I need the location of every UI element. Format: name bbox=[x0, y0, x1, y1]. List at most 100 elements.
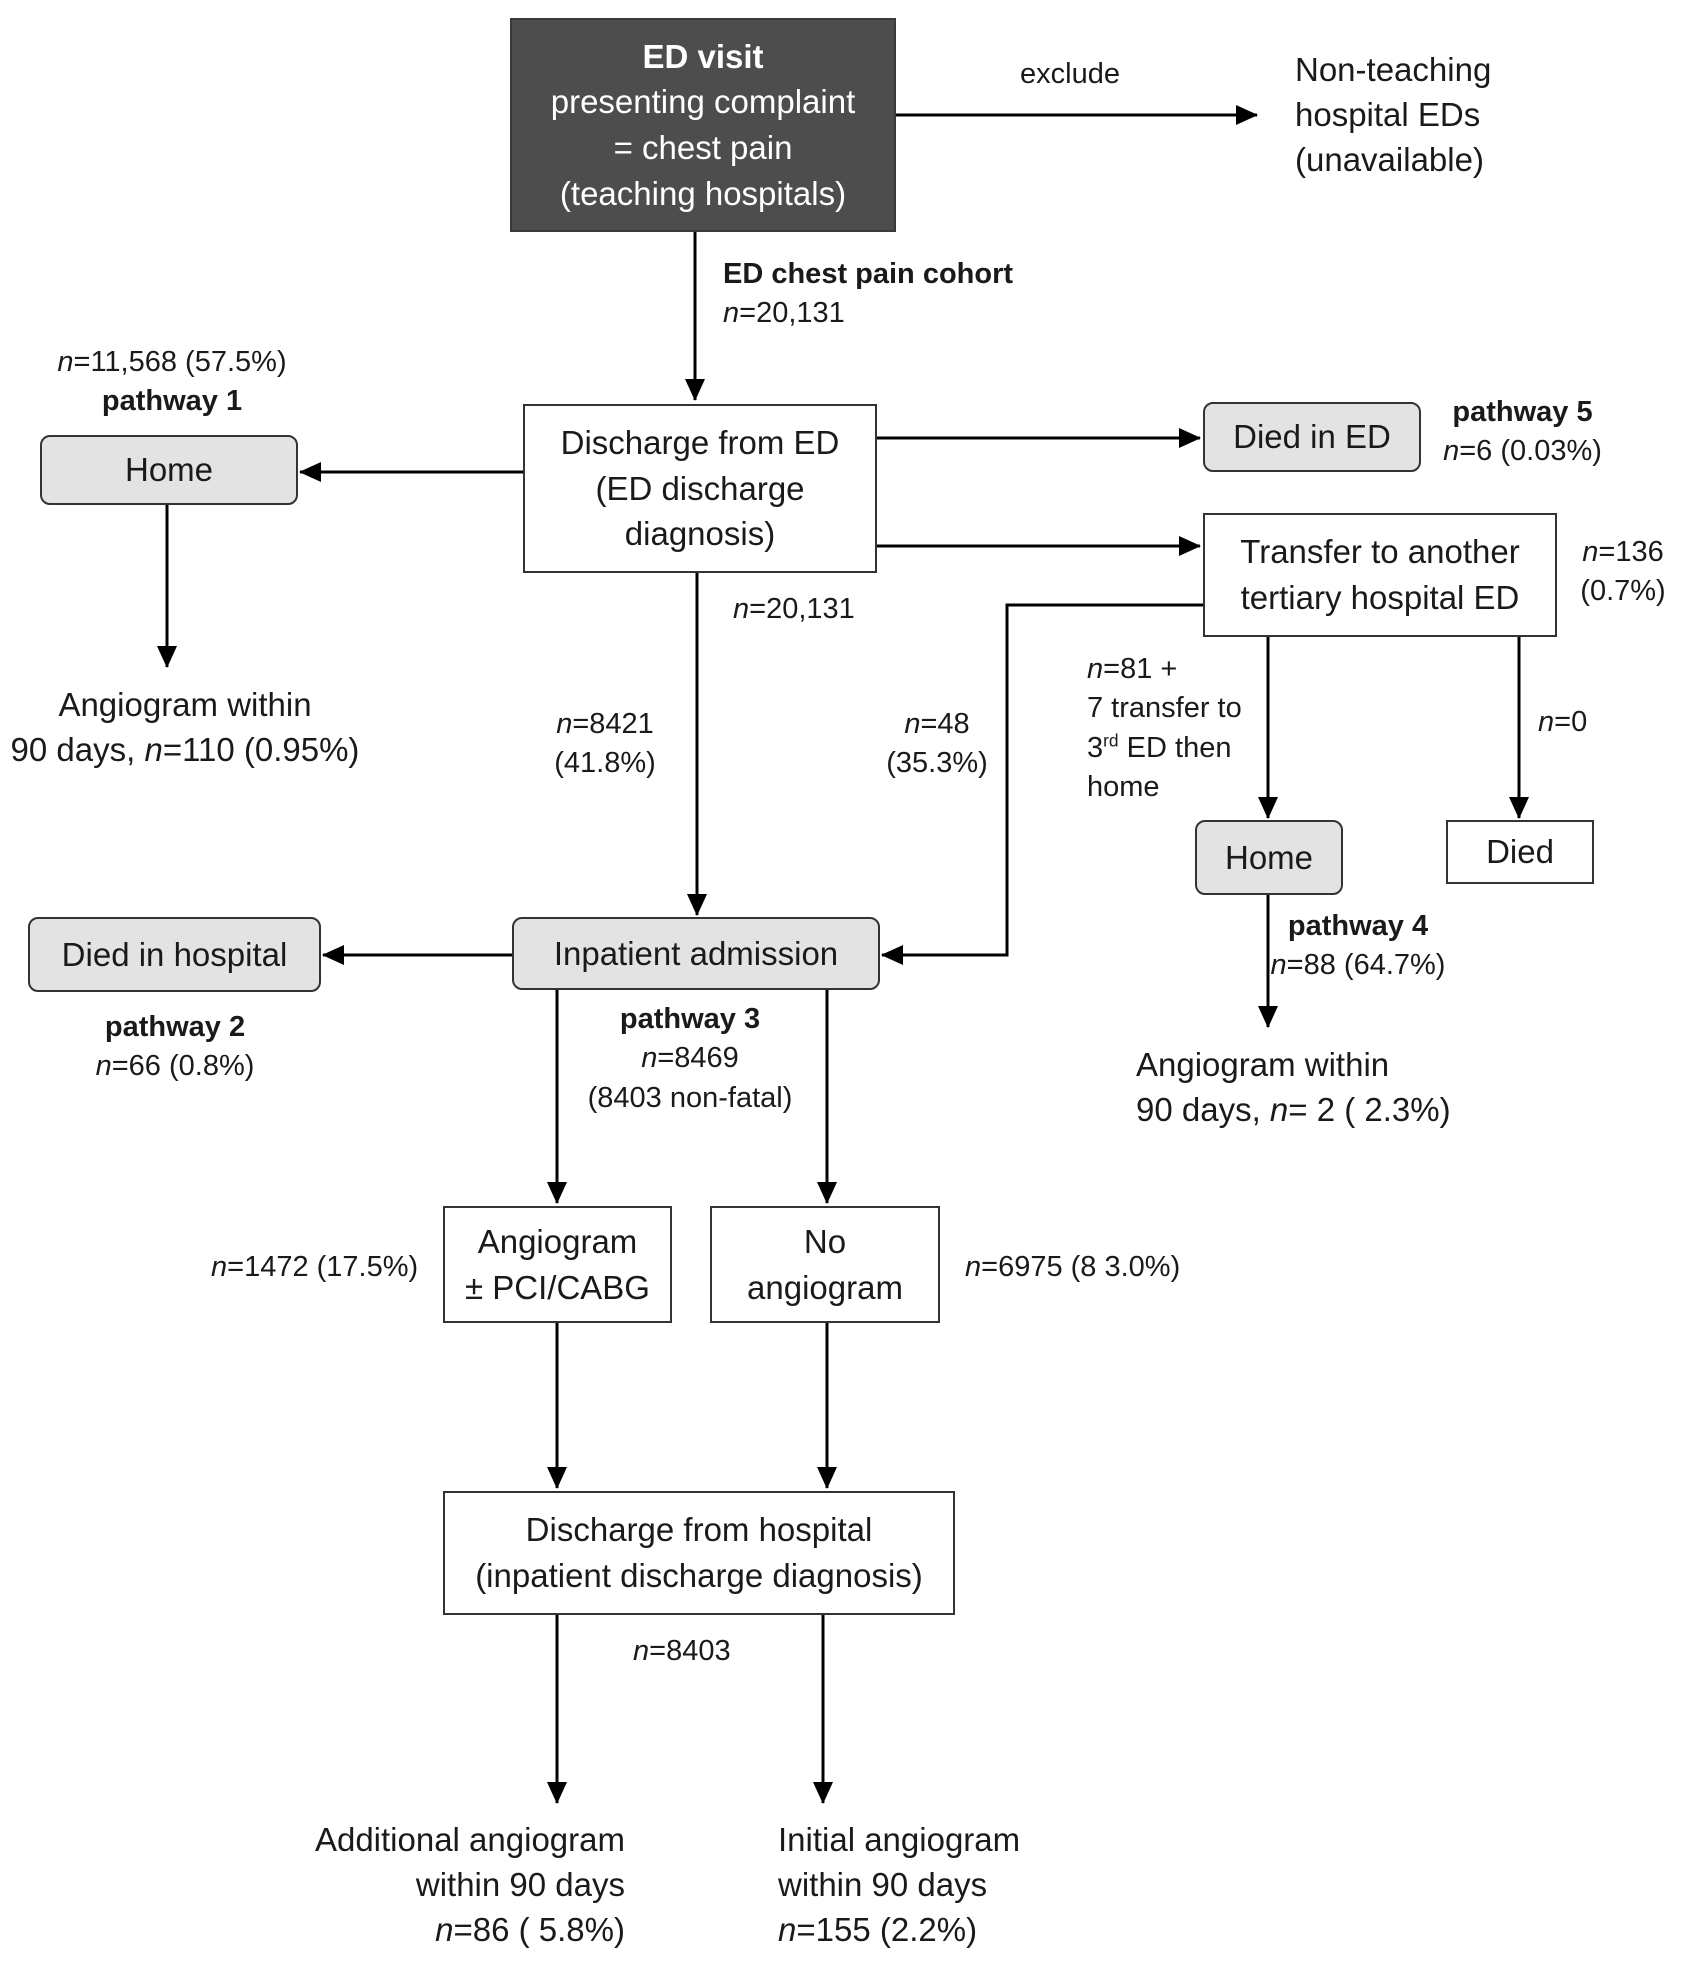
n-8421-line1: n=8421 bbox=[545, 705, 665, 744]
non-teaching-line1: Non-teaching bbox=[1295, 51, 1492, 88]
n-symbol: n bbox=[904, 708, 921, 740]
n-8403-value: =8403 bbox=[649, 1635, 731, 1667]
pathway-4-name: pathway 4 bbox=[1287, 910, 1429, 942]
n-136-line1: n=136 bbox=[1568, 533, 1678, 572]
discharge-ed-line3: diagnosis) bbox=[624, 515, 776, 553]
n-81-line3a: 3 bbox=[1087, 731, 1104, 764]
pathway-3-name: pathway 3 bbox=[619, 1003, 761, 1035]
pathway-3-extra: (8403 non-fatal) bbox=[587, 1081, 793, 1114]
n-symbol: n bbox=[1269, 1090, 1289, 1128]
n-81-line4: home bbox=[1087, 771, 1160, 804]
n-symbol: n bbox=[965, 1251, 982, 1283]
n-1472-value: =1472 (17.5%) bbox=[227, 1251, 419, 1283]
n-symbol: n bbox=[556, 708, 573, 740]
n-6975-label: n=6975 (8 3.0%) bbox=[965, 1248, 1180, 1287]
pathway-3-n-value: =8469 bbox=[657, 1042, 739, 1075]
no-angiogram-line2: angiogram bbox=[747, 1268, 903, 1306]
n-48-line1: n=48 bbox=[877, 705, 997, 744]
pathway-3-n: n=8469 bbox=[560, 1039, 820, 1078]
discharge-ed-line2: (ED discharge bbox=[595, 469, 805, 507]
pathway-5-name: pathway 5 bbox=[1452, 396, 1593, 428]
n-symbol: n bbox=[1443, 435, 1460, 468]
n-symbol: n bbox=[211, 1251, 228, 1283]
home-box-2: Home bbox=[1195, 820, 1343, 895]
no-angiogram-line1: No bbox=[803, 1222, 847, 1260]
n-48-line2: (35.3%) bbox=[886, 747, 988, 780]
pathway-2-name: pathway 2 bbox=[104, 1011, 246, 1043]
died-in-ed-label: Died in ED bbox=[1233, 418, 1391, 456]
n-symbol: n bbox=[1582, 536, 1599, 568]
initial-n: n=155 (2.2%) bbox=[778, 1908, 1020, 1953]
n-8421-line2: (41.8%) bbox=[554, 747, 656, 780]
n-81-line1: n=81 + bbox=[1087, 650, 1242, 689]
discharge-hospital-line2: (inpatient discharge diagnosis) bbox=[475, 1557, 923, 1594]
non-teaching-label: Non-teaching hospital EDs (unavailable) bbox=[1295, 48, 1491, 183]
non-teaching-line3: (unavailable) bbox=[1295, 140, 1484, 178]
discharge-ed-box: Discharge from ED (ED discharge diagnosi… bbox=[523, 404, 877, 573]
pathway-1-label: n=11,568 (57.5%) pathway 1 bbox=[52, 343, 292, 422]
pathway-4-label: pathway 4 n=88 (64.7%) bbox=[1268, 907, 1448, 986]
exclude-label: exclude bbox=[1020, 58, 1120, 90]
pathway-5-label: pathway 5 n=6 (0.03%) bbox=[1440, 393, 1605, 472]
cohort-n: n=20,131 bbox=[723, 294, 1013, 333]
n-20131-label: n=20,131 bbox=[733, 590, 855, 629]
home-2-label: Home bbox=[1224, 838, 1314, 876]
died-label: Died bbox=[1486, 833, 1554, 871]
angiogram-pci-line2: ± PCI/CABG bbox=[465, 1268, 650, 1306]
initial-angiogram-label: Initial angiogram within 90 days n=155 (… bbox=[778, 1818, 1020, 1953]
no-angiogram-box: No angiogram bbox=[710, 1206, 940, 1323]
inpatient-admission-label: Inpatient admission bbox=[553, 934, 839, 972]
died-in-hospital-box: Died in hospital bbox=[28, 917, 321, 992]
pathway-2-n: n=66 (0.8%) bbox=[80, 1047, 270, 1086]
cohort-n-value: =20,131 bbox=[739, 297, 845, 330]
discharge-hospital-line1: Discharge from hospital bbox=[525, 1511, 873, 1549]
initial-line2: within 90 days bbox=[778, 1865, 988, 1903]
pathway-5-n: n=6 (0.03%) bbox=[1440, 432, 1605, 471]
cohort-label: ED chest pain cohort n=20,131 bbox=[723, 255, 1013, 334]
home-1-label: Home bbox=[124, 451, 214, 489]
n-81-line2: 7 transfer to bbox=[1087, 692, 1242, 725]
n-81-line3b: ED then bbox=[1118, 731, 1232, 764]
n-symbol: n bbox=[435, 1910, 454, 1948]
ed-visit-box: ED visit presenting complaint = chest pa… bbox=[510, 18, 896, 232]
n-81-value: =81 + bbox=[1103, 653, 1178, 685]
angio-home-2-line2: 90 days, n= 2 ( 2.3%) bbox=[1136, 1088, 1451, 1133]
additional-line1: Additional angiogram bbox=[314, 1821, 625, 1858]
n-136-line2: (0.7%) bbox=[1580, 575, 1666, 608]
n-symbol: n bbox=[1538, 706, 1555, 738]
n-0-label: n=0 bbox=[1538, 703, 1587, 742]
additional-line2: within 90 days bbox=[415, 1865, 625, 1903]
n-6975-value: =6975 (8 3.0%) bbox=[981, 1251, 1181, 1283]
ed-visit-line1: presenting complaint bbox=[550, 83, 856, 121]
pathway-3-label: pathway 3 n=8469 (8403 non-fatal) bbox=[560, 1000, 820, 1118]
discharge-hospital-box: Discharge from hospital (inpatient disch… bbox=[443, 1491, 955, 1615]
n-81-line3: 3rd ED then bbox=[1087, 729, 1242, 768]
n-symbol: n bbox=[723, 297, 740, 330]
initial-line1: Initial angiogram bbox=[778, 1821, 1021, 1858]
pathway-1-name: pathway 1 bbox=[101, 385, 243, 418]
angio-home-2-label: Angiogram within 90 days, n= 2 ( 2.3%) bbox=[1136, 1043, 1451, 1133]
angiogram-pci-line1: Angiogram bbox=[477, 1222, 638, 1260]
angio-home-1-line2a: 90 days, bbox=[10, 730, 145, 768]
angio-home-1-line2b: =110 (0.95%) bbox=[162, 730, 360, 768]
angio-home-2-line2b: = 2 ( 2.3%) bbox=[1288, 1090, 1451, 1128]
angio-home-1-line1: Angiogram within bbox=[58, 686, 312, 723]
n-8421-label: n=8421 (41.8%) bbox=[545, 705, 665, 784]
angio-home-2-line2a: 90 days, bbox=[1136, 1090, 1270, 1128]
angio-home-1-line2: 90 days, n=110 (0.95%) bbox=[5, 728, 365, 773]
died-in-ed-box: Died in ED bbox=[1203, 402, 1421, 472]
n-48-label: n=48 (35.3%) bbox=[877, 705, 997, 784]
pathway-2-label: pathway 2 n=66 (0.8%) bbox=[80, 1008, 270, 1087]
n-0-value: =0 bbox=[1554, 706, 1588, 738]
died-box: Died bbox=[1446, 820, 1594, 884]
discharge-ed-line1: Discharge from ED bbox=[560, 424, 840, 462]
n-symbol: n bbox=[57, 346, 74, 378]
n-20131-value: =20,131 bbox=[749, 593, 855, 625]
transfer-box: Transfer to another tertiary hospital ED bbox=[1203, 513, 1557, 637]
n-symbol: n bbox=[1270, 949, 1287, 982]
pathway-5-n-value: =6 (0.03%) bbox=[1459, 435, 1602, 468]
transfer-line1: Transfer to another bbox=[1240, 533, 1520, 571]
n-symbol: n bbox=[733, 593, 750, 625]
ed-visit-line3: (teaching hospitals) bbox=[559, 174, 847, 212]
